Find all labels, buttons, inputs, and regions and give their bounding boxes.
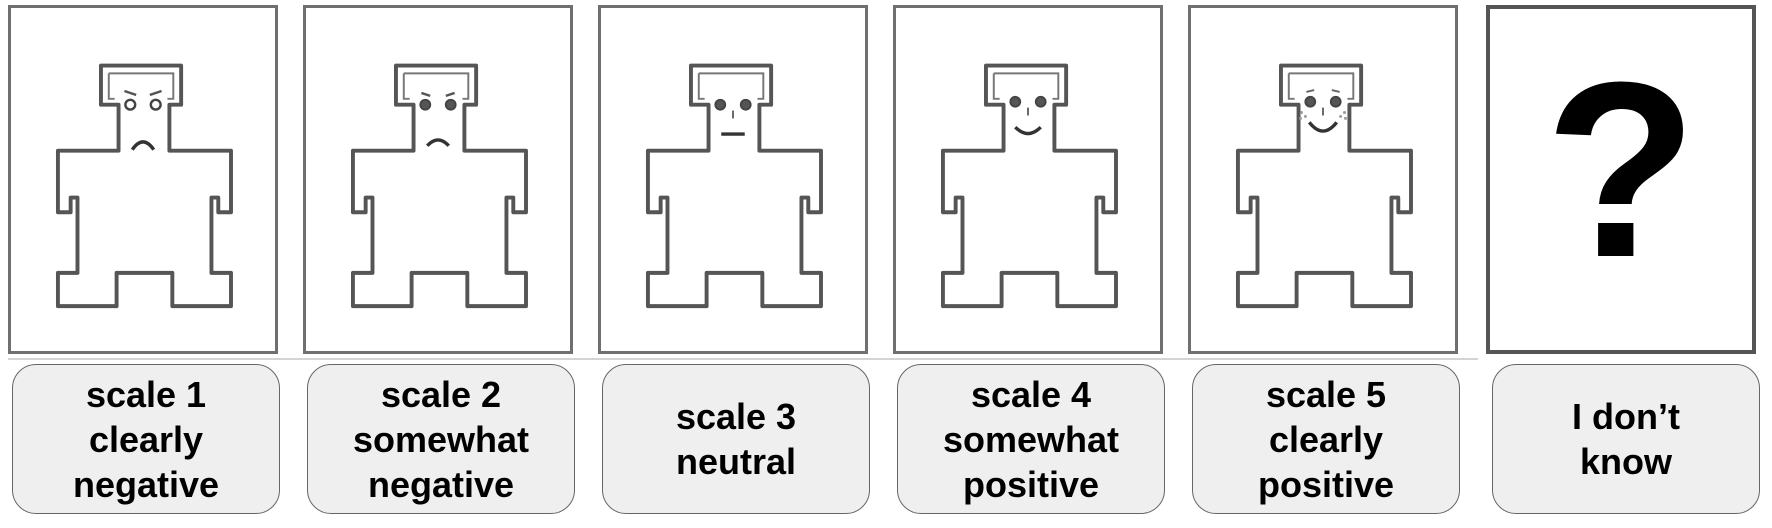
scale-desc-line: clearly <box>1268 418 1384 460</box>
label-scale-4[interactable]: scale 4 somewhat positive <box>897 364 1165 514</box>
dont-know-frame[interactable]: ? <box>1486 5 1756 354</box>
sam-frame-scale-4[interactable] <box>893 5 1163 354</box>
scale-number: scale 3 <box>675 396 797 437</box>
scale-number: scale 5 <box>1265 373 1387 415</box>
label-scale-1[interactable]: scale 1 clearly negative <box>12 364 280 514</box>
label-dont-know[interactable]: I don’t know <box>1492 364 1760 514</box>
sam-figure-icon <box>350 63 528 309</box>
scale-desc-line: neutral <box>675 441 797 482</box>
scale-desc-line: negative <box>72 463 220 505</box>
scale-number: scale 4 <box>970 373 1092 415</box>
sam-figure-icon <box>55 63 233 309</box>
scale-desc-line: negative <box>367 463 515 505</box>
question-mark-icon: ? <box>1544 29 1698 309</box>
dont-know-line: I don’t <box>1572 396 1680 437</box>
scale-desc-line: positive <box>1257 463 1395 505</box>
label-scale-2[interactable]: scale 2 somewhat negative <box>307 364 575 514</box>
sam-figure-icon <box>940 63 1118 309</box>
scale-desc-line: somewhat <box>942 418 1120 460</box>
sam-frame-scale-1[interactable] <box>8 5 278 354</box>
sam-frame-scale-3[interactable] <box>598 5 868 354</box>
scale-desc-line: clearly <box>88 418 204 460</box>
sam-figure-icon <box>1235 63 1413 309</box>
divider <box>8 358 1478 360</box>
scale-desc-line: somewhat <box>352 418 530 460</box>
sam-figure-icon <box>645 63 823 309</box>
sam-frame-scale-5[interactable] <box>1188 5 1458 354</box>
scale-number: scale 1 <box>85 373 207 415</box>
scale-number: scale 2 <box>380 373 502 415</box>
dont-know-line: know <box>1579 441 1672 482</box>
label-scale-3[interactable]: scale 3 neutral <box>602 364 870 514</box>
sam-frame-scale-2[interactable] <box>303 5 573 354</box>
label-scale-5[interactable]: scale 5 clearly positive <box>1192 364 1460 514</box>
scale-desc-line: positive <box>962 463 1100 505</box>
